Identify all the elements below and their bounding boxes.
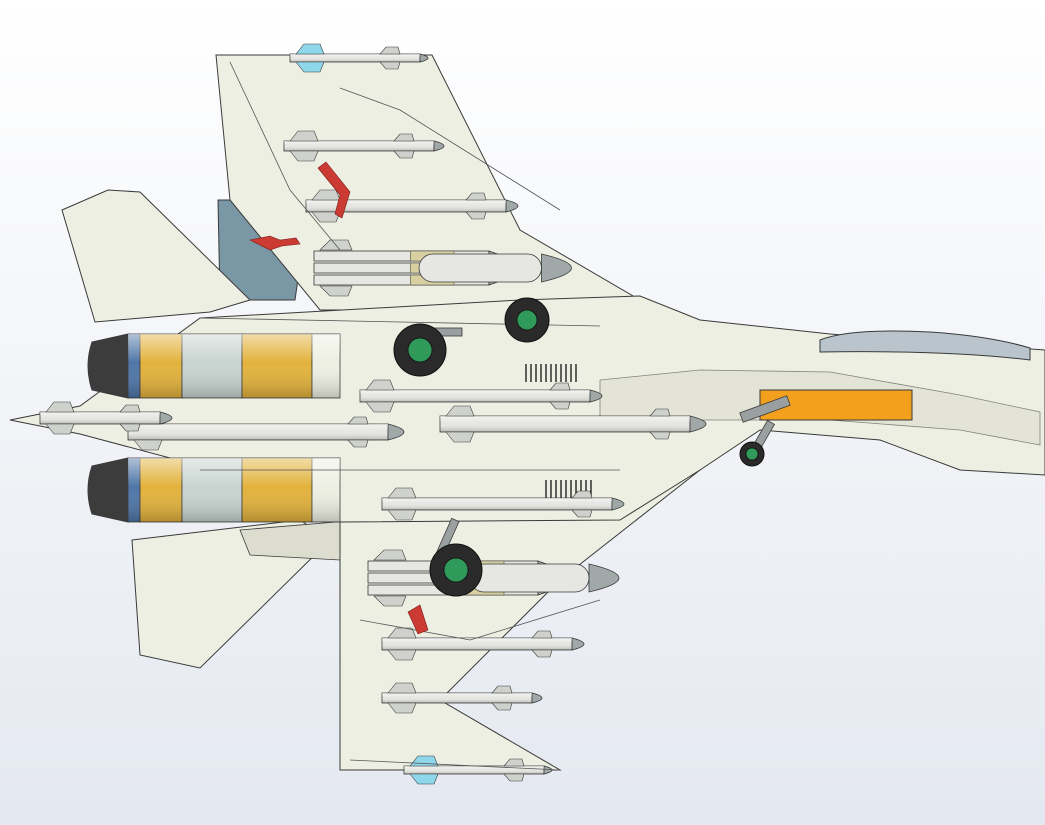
lower-main-gear <box>429 517 483 597</box>
weapon-stores <box>39 43 707 785</box>
upper-horizontal-stabilizer <box>61 189 251 323</box>
missile-upper-1 <box>283 130 445 162</box>
nose-gear <box>739 395 791 467</box>
missile-lower-1 <box>381 682 543 714</box>
missile-centerline-aft <box>127 413 405 451</box>
upper-main-gear <box>393 297 550 377</box>
wingtip-missile-upper <box>289 43 429 73</box>
missile-lower-3 <box>381 487 625 521</box>
tail-cone <box>39 401 173 435</box>
canopy <box>819 330 1031 361</box>
red-markings <box>249 161 429 635</box>
missile-centerline-fwd <box>439 405 707 443</box>
lower-engine-nacelle <box>87 457 341 523</box>
upper-engine-nacelle <box>87 333 341 399</box>
intake-vent-upper <box>525 364 577 382</box>
missile-upper-3 <box>359 379 603 413</box>
missile-lower-2 <box>381 627 585 661</box>
missile-upper-2 <box>305 189 519 223</box>
